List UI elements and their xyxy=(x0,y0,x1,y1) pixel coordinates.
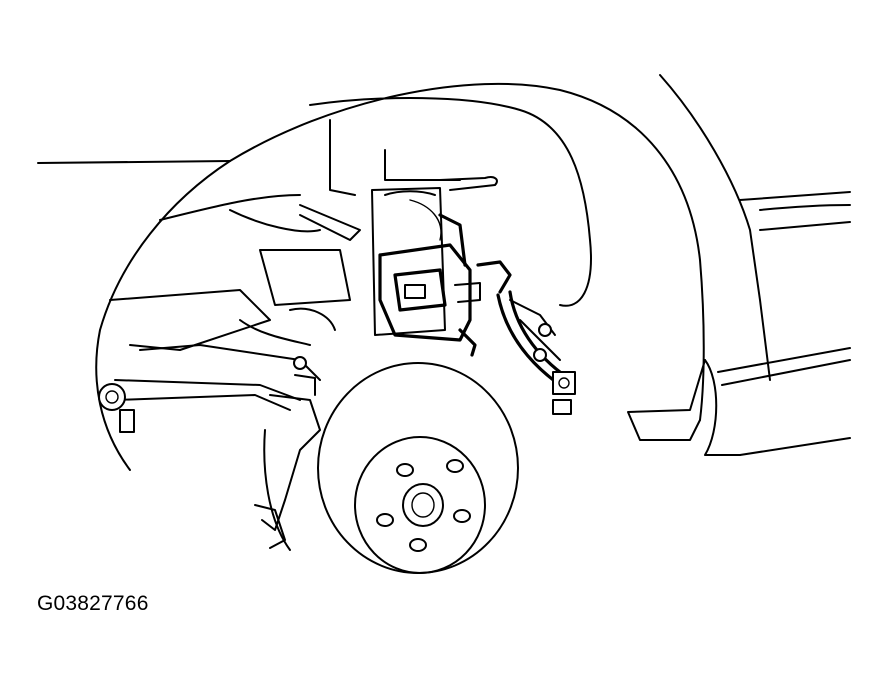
wheel-studs xyxy=(376,459,471,552)
brake-line xyxy=(509,299,561,362)
strut-assembly xyxy=(371,176,498,336)
body-side-panel xyxy=(717,191,851,456)
stabilizer-link xyxy=(98,383,135,433)
suspension-arms xyxy=(109,204,361,411)
dust-shield xyxy=(254,356,321,551)
brake-hose xyxy=(476,260,576,415)
figure-code-label: G03827766 xyxy=(37,592,149,615)
brake-caliper xyxy=(378,213,481,357)
wheel-well-outline xyxy=(37,74,771,471)
inner-liner xyxy=(159,97,592,307)
